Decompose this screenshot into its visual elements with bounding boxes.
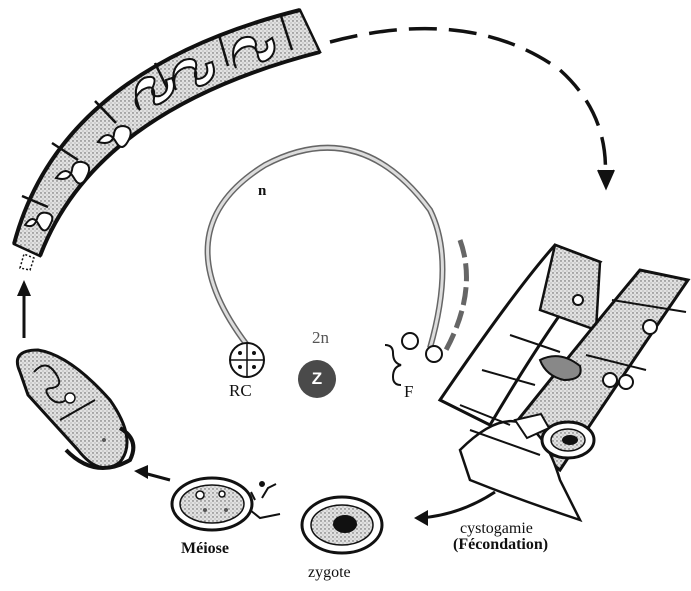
zygote-symbol: Z bbox=[298, 360, 336, 398]
diploid-label: 2n bbox=[312, 328, 329, 348]
rc-label: RC bbox=[229, 381, 252, 401]
arrow-to-germination bbox=[134, 465, 170, 480]
cycle-schema bbox=[208, 148, 467, 385]
haploid-label: n bbox=[258, 183, 266, 200]
arrow-to-filament bbox=[17, 280, 31, 338]
conjugating-filaments bbox=[440, 245, 688, 520]
germinating-cell bbox=[17, 350, 133, 468]
dashed-arrow-top bbox=[330, 29, 614, 188]
meiosis-cell bbox=[172, 478, 280, 530]
meiosis-label: Méiose bbox=[181, 540, 229, 558]
upper-filament bbox=[14, 10, 320, 270]
zygote-cell bbox=[302, 497, 382, 553]
f-label: F bbox=[404, 382, 413, 402]
zygote-label: zygote bbox=[308, 564, 351, 582]
fertilization-label: (Fécondation) bbox=[453, 536, 548, 554]
